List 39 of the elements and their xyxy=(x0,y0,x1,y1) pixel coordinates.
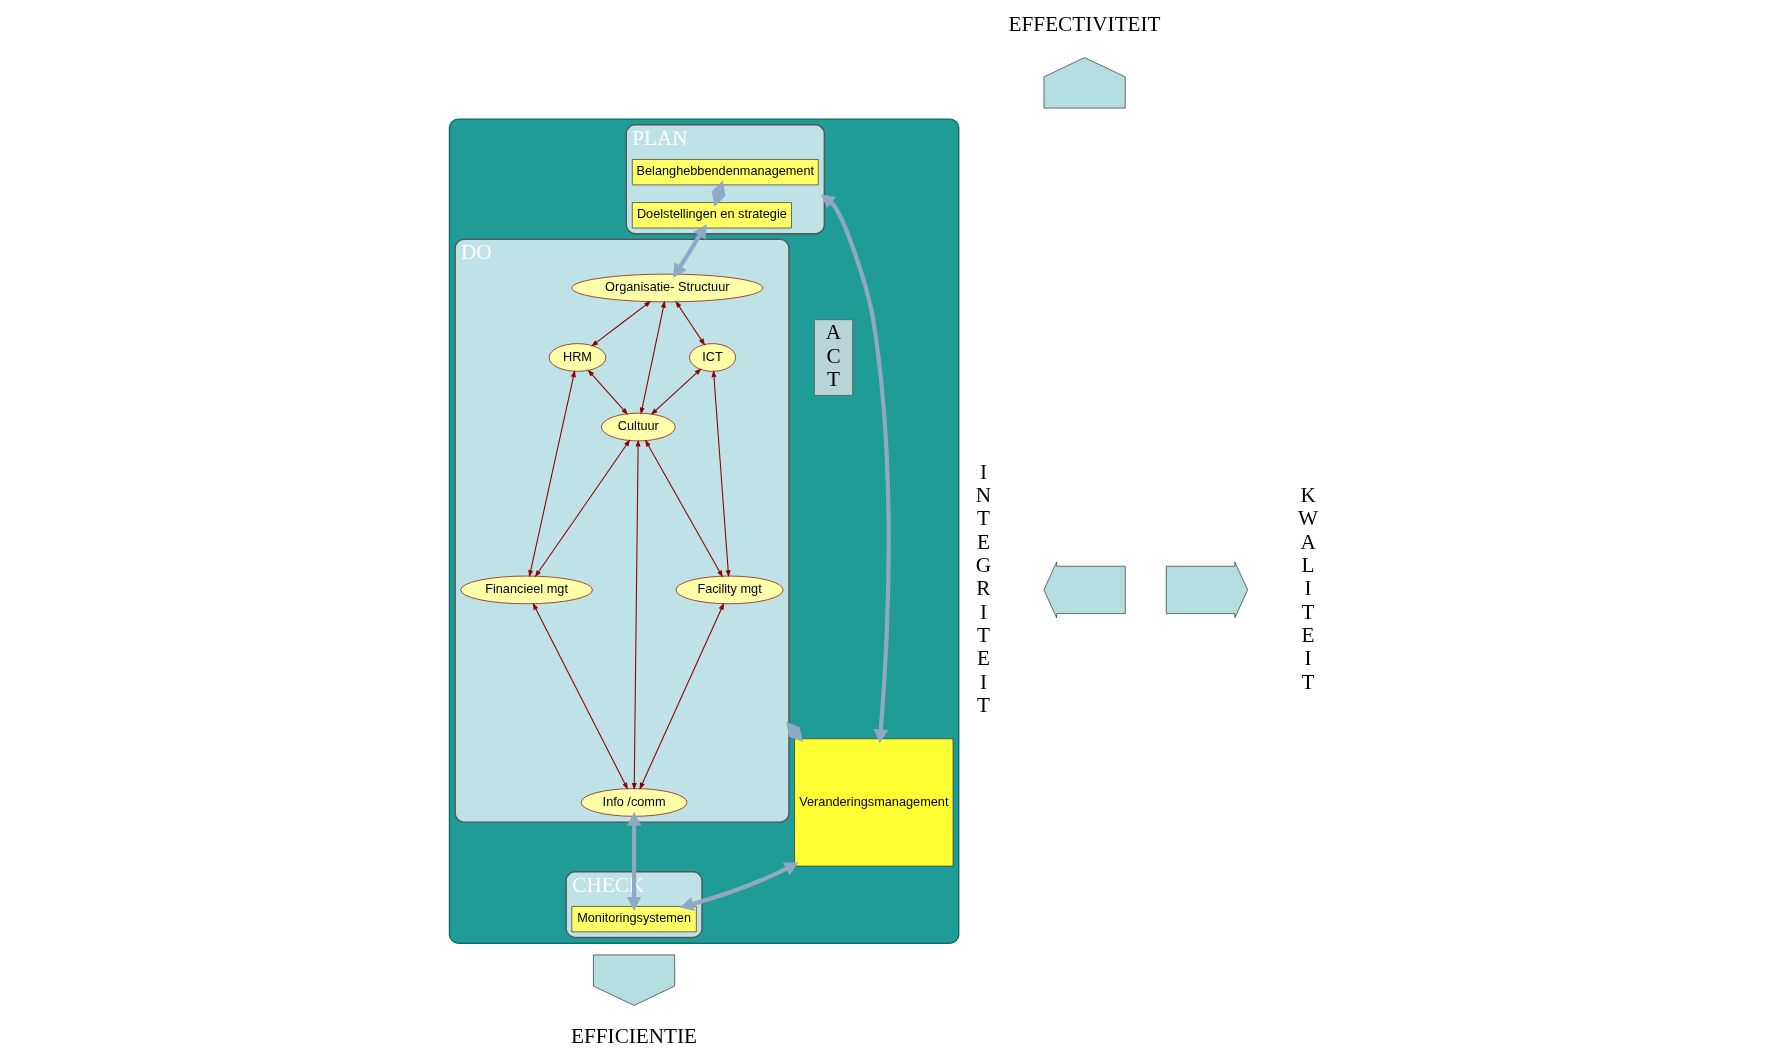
arrow xyxy=(820,194,891,744)
node-box: Belanghebbendenmanagement xyxy=(631,159,819,186)
node-arrow xyxy=(1043,561,1126,619)
arrow xyxy=(639,300,666,415)
arrow xyxy=(679,862,799,911)
arrow xyxy=(786,721,804,743)
arrow xyxy=(673,224,707,278)
node-box: Veranderingsmanagement xyxy=(794,738,954,867)
arrow xyxy=(650,368,702,415)
node-ellipse: Financieel mgt xyxy=(460,575,593,605)
arrow xyxy=(528,370,576,578)
arrow xyxy=(591,300,652,347)
arrow xyxy=(675,300,706,346)
arrow xyxy=(645,439,723,578)
node-ellipse: ICT xyxy=(689,343,736,372)
arrow xyxy=(631,439,641,790)
arrow xyxy=(534,439,631,578)
arrow xyxy=(532,602,628,790)
node-ellipse: HRM xyxy=(548,343,607,372)
arrow xyxy=(639,602,725,790)
node-arrow xyxy=(593,954,676,1006)
node-ellipse: Info /comm xyxy=(580,788,688,817)
node-ellipse: Organisatie- Structuur xyxy=(571,273,764,303)
arrow xyxy=(587,369,629,415)
node-box: Monitoringsystemen xyxy=(571,906,697,933)
node-label: I N T E G R I T E I T xyxy=(975,459,992,717)
node-label: EFFECTIVITEIT xyxy=(1008,11,1161,36)
node-label: K W A L I T E I T xyxy=(1298,482,1319,694)
node-arrow xyxy=(1165,561,1248,619)
node-box: Doelstellingen en strategie xyxy=(631,202,792,229)
node-ellipse: Facility mgt xyxy=(675,575,784,605)
node-arrow xyxy=(1043,57,1126,109)
node-ellipse: Cultuur xyxy=(601,412,676,442)
cluster xyxy=(448,118,960,944)
arrow xyxy=(626,812,642,911)
arrow xyxy=(711,370,731,578)
arrow xyxy=(711,180,726,207)
node-label: EFFICIENTIE xyxy=(571,1023,698,1048)
node-box: A C T xyxy=(814,319,853,396)
